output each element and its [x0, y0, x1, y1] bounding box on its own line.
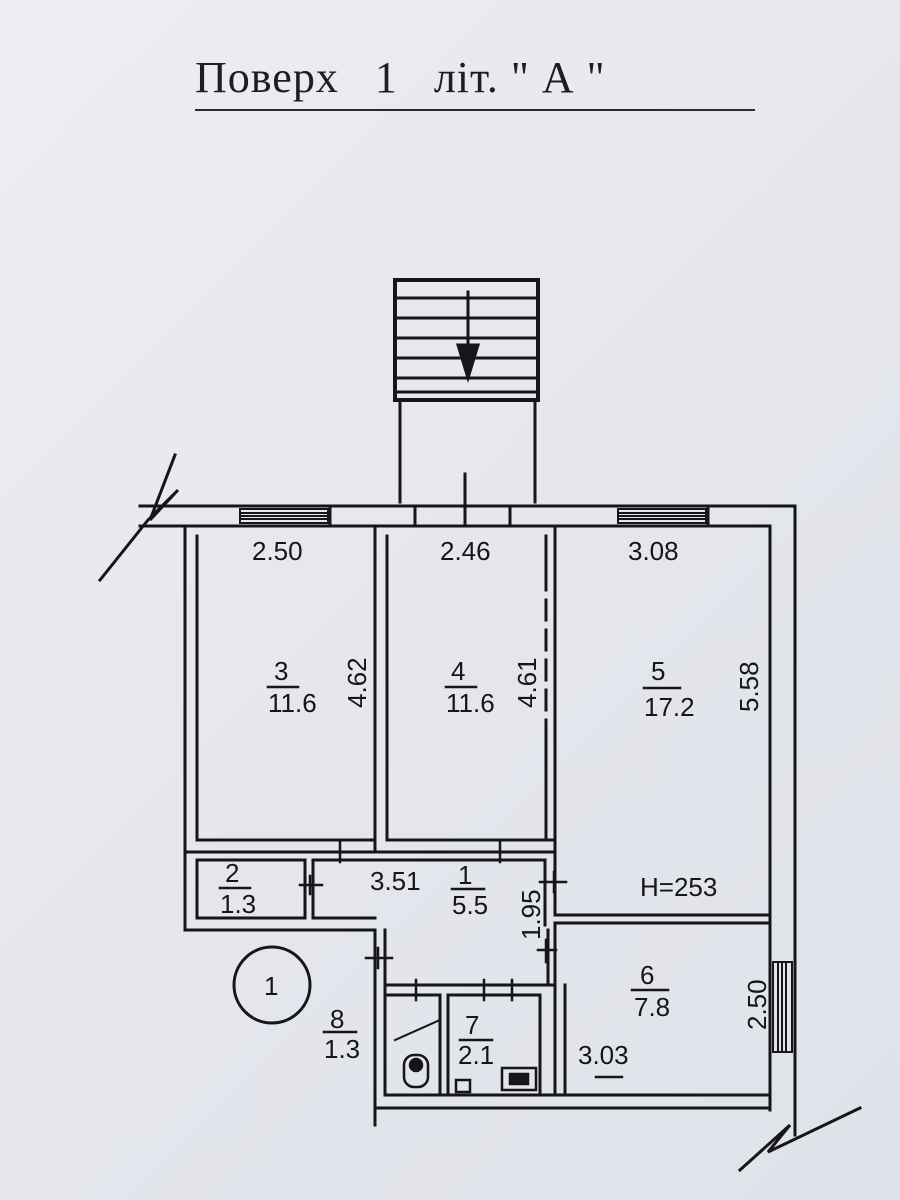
room-5-number: 5 [651, 656, 665, 686]
room-4-length: 4.61 [512, 657, 542, 708]
room-4-number: 4 [451, 656, 465, 686]
room-2-outline [195, 858, 307, 920]
room-1-length: 3.51 [370, 866, 421, 896]
room-3-number: 3 [274, 656, 288, 686]
staircase [393, 278, 540, 528]
break-line-top-left [97, 453, 180, 583]
room-1-width: 1.95 [516, 889, 546, 940]
sink-icon [454, 1066, 538, 1094]
room-1-number: 1 [458, 860, 472, 890]
room-1-area: 5.5 [452, 890, 488, 920]
room-3-width: 2.50 [252, 536, 303, 566]
apartment-marker-circle [232, 945, 312, 1025]
room-6-length: 3.03 [578, 1040, 629, 1070]
room-3-length: 4.62 [342, 657, 372, 708]
room-7-area: 2.1 [458, 1040, 494, 1070]
window-room-5 [617, 508, 707, 524]
floor-title: Поверх 1 літ. " А " [195, 53, 606, 102]
window-room-6 [772, 961, 793, 1053]
room-6-width: 2.50 [742, 979, 772, 1030]
room-6-area: 7.8 [634, 992, 670, 1022]
room-7-number: 7 [465, 1010, 479, 1040]
ceiling-height: H=253 [640, 872, 717, 902]
door-ticks [298, 840, 568, 1002]
room-8-area: 1.3 [324, 1034, 360, 1064]
room-5-width: 3.08 [628, 536, 679, 566]
room-8-number: 8 [330, 1004, 344, 1034]
apartment-marker-number: 1 [264, 971, 278, 1001]
title-underline [195, 109, 755, 111]
area-fraction-bars [218, 685, 682, 1079]
room-4-width: 2.46 [440, 536, 491, 566]
room-6-number: 6 [640, 960, 654, 990]
room-2-number: 2 [225, 858, 239, 888]
stair-direction-arrow-icon [455, 343, 481, 384]
room-5-area: 17.2 [644, 692, 695, 722]
window-room-3 [239, 508, 329, 524]
toilet-icon [402, 1053, 430, 1089]
room-3-area: 11.6 [268, 688, 317, 718]
break-line-bottom-right [737, 1105, 863, 1173]
room-5-length: 5.58 [734, 661, 764, 712]
room-4-area: 11.6 [446, 688, 495, 718]
room-2-area: 1.3 [220, 889, 256, 919]
